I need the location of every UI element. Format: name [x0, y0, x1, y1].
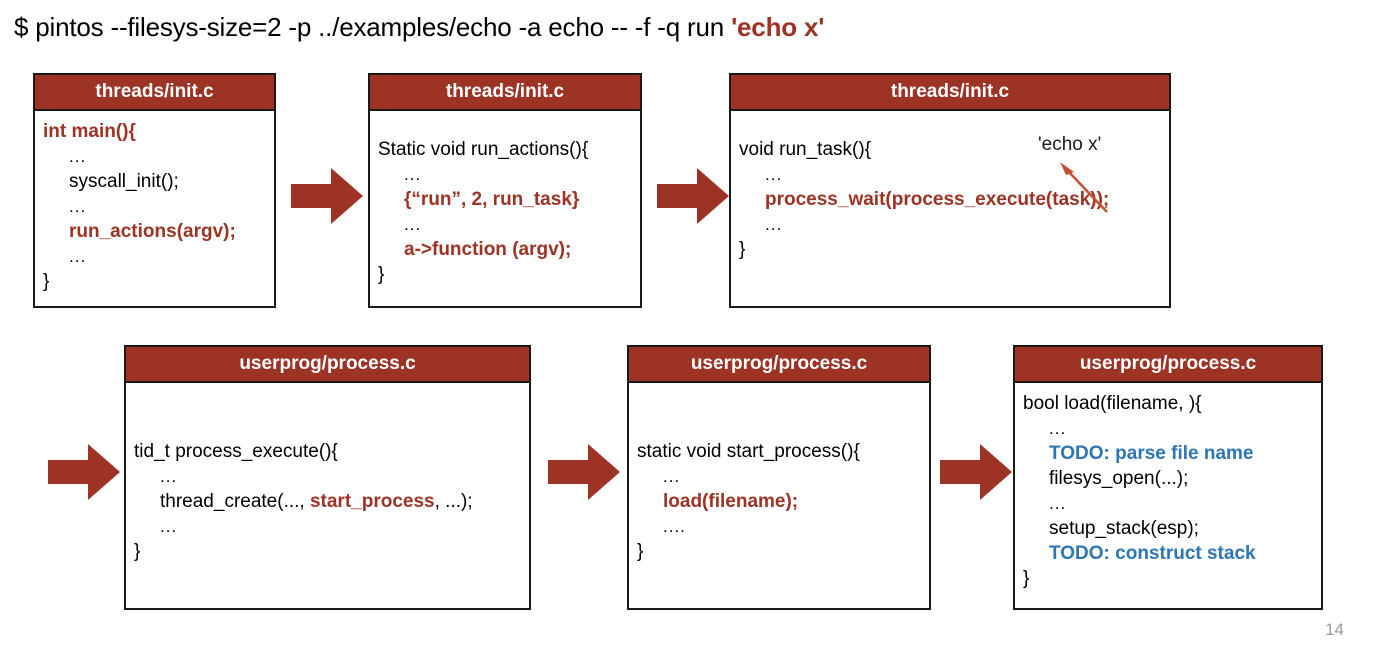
- code-line: ...: [160, 517, 178, 536]
- code-box-threads-init-run-actions[interactable]: threads/init.c Static void run_actions()…: [368, 73, 642, 308]
- code-line: }: [739, 239, 746, 260]
- code-box-body: void run_task(){ ... process_wait(proces…: [731, 111, 1169, 306]
- code-box-load[interactable]: userprog/process.c bool load(filename, )…: [1013, 345, 1323, 610]
- thread-create-before: thread_create(...,: [160, 491, 310, 512]
- echo-x-annotation-arrow-icon: [1055, 160, 1115, 216]
- code-line: run_actions(argv);: [69, 221, 236, 242]
- code-line: ...: [1049, 494, 1067, 513]
- page-number: 14: [1325, 620, 1344, 639]
- code-line: }: [378, 264, 385, 285]
- code-line: }: [43, 271, 50, 292]
- code-line: a->function (argv);: [404, 239, 572, 260]
- code-line: Static void run_actions(){: [378, 139, 589, 160]
- code-line-thread-create: thread_create(..., start_process, ...);: [134, 489, 521, 514]
- thread-create-emphasis: start_process: [309, 491, 435, 512]
- code-line: filesys_open(...);: [1049, 468, 1189, 489]
- code-line: ....: [663, 517, 686, 536]
- code-line: static void start_process(){: [637, 441, 860, 462]
- code-line: load(filename);: [663, 491, 799, 512]
- code-box-body: tid_t process_execute(){ ... thread_crea…: [126, 383, 529, 608]
- code-line: syscall_init();: [69, 171, 179, 192]
- code-line: bool load(filename, ){: [1023, 393, 1202, 414]
- code-line: ...: [160, 467, 178, 486]
- code-line-todo-stack: TODO: construct stack: [1049, 543, 1256, 564]
- flow-arrow-main-to-run-actions: [291, 168, 363, 224]
- code-line: ...: [69, 147, 87, 166]
- code-box-body: static void start_process(){ ... load(fi…: [629, 383, 929, 608]
- code-box-title: userprog/process.c: [126, 347, 529, 383]
- code-box-title: threads/init.c: [370, 75, 640, 111]
- code-line: int main(){: [43, 121, 136, 142]
- code-line: }: [1023, 568, 1030, 589]
- code-box-body: bool load(filename, ){ ... TODO: parse f…: [1015, 383, 1321, 608]
- code-line: process_wait(process_execute(task));: [765, 189, 1110, 210]
- command-prefix: $ pintos --filesys-size=2 -p ../examples…: [14, 12, 732, 42]
- code-line: setup_stack(esp);: [1049, 518, 1199, 539]
- code-line: ...: [404, 165, 422, 184]
- code-box-title: threads/init.c: [35, 75, 274, 111]
- echo-x-annotation-label: 'echo x': [1038, 134, 1102, 155]
- code-line: ...: [765, 215, 783, 234]
- code-line: }: [637, 541, 644, 562]
- code-box-title: threads/init.c: [731, 75, 1169, 111]
- code-line: ...: [1049, 419, 1067, 438]
- code-line-todo-parse: TODO: parse file name: [1049, 443, 1254, 464]
- pintos-command-line: $ pintos --filesys-size=2 -p ../examples…: [14, 10, 824, 44]
- code-box-process-execute[interactable]: userprog/process.c tid_t process_execute…: [124, 345, 531, 610]
- code-line: void run_task(){: [739, 139, 872, 160]
- code-box-body: Static void run_actions(){ ... {“run”, 2…: [370, 111, 640, 306]
- code-line: tid_t process_execute(){: [134, 441, 338, 462]
- code-box-title: userprog/process.c: [1015, 347, 1321, 383]
- code-box-title: userprog/process.c: [629, 347, 929, 383]
- flow-arrow-run-actions-to-run-task: [657, 168, 729, 224]
- code-box-threads-init-run-task[interactable]: threads/init.c void run_task(){ ... proc…: [729, 73, 1171, 308]
- code-box-start-process[interactable]: userprog/process.c static void start_pro…: [627, 345, 931, 610]
- thread-create-after: , ...);: [434, 491, 473, 512]
- code-line: ...: [663, 467, 681, 486]
- flow-arrow-process-execute-to-start-process: [548, 444, 620, 500]
- code-line: ...: [765, 165, 783, 184]
- code-line: ...: [69, 247, 87, 266]
- code-line: ...: [69, 197, 87, 216]
- code-line: }: [134, 541, 141, 562]
- code-box-body: int main(){ ... syscall_init(); ... run_…: [35, 111, 274, 306]
- code-line: ...: [404, 215, 422, 234]
- code-line: {“run”, 2, run_task}: [404, 189, 580, 210]
- code-box-threads-init-main[interactable]: threads/init.c int main(){ ... syscall_i…: [33, 73, 276, 308]
- command-highlight: 'echo x': [731, 12, 825, 42]
- flow-arrow-start-process-to-load: [940, 444, 1012, 500]
- flow-arrow-run-task-to-process-execute: [48, 444, 120, 500]
